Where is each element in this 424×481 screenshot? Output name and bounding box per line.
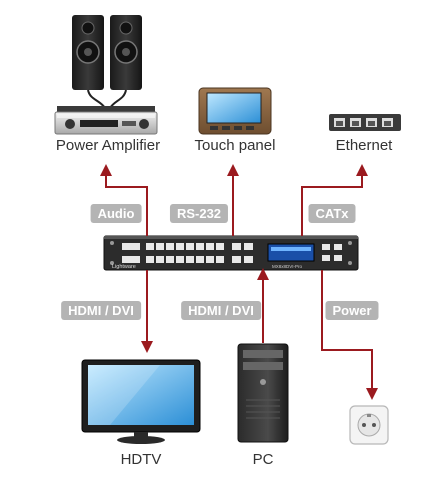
amplifier-icon: [54, 106, 158, 135]
matrix-button: [186, 243, 194, 250]
matrix-button-grid: [146, 243, 253, 263]
arrow-up-icon: [356, 164, 368, 176]
matrix-button: [244, 243, 253, 250]
matrix-button: [196, 243, 204, 250]
matrix-brand: Lightware: [112, 264, 136, 270]
connection-lines: [105, 174, 373, 390]
audio-connection-label: Audio: [90, 204, 142, 223]
matrix-button: [196, 256, 204, 263]
pc-label: PC: [252, 451, 274, 468]
pc-tower-icon: [237, 343, 289, 443]
matrix-switcher-icon: [103, 235, 359, 271]
matrix-button: [244, 256, 253, 263]
power-connection-label: Power: [325, 301, 379, 320]
matrix-button: [156, 256, 164, 263]
arrow-up-icon: [257, 268, 269, 280]
catx-connection-label: CATx: [308, 204, 356, 223]
power-line: [321, 270, 373, 390]
matrix-button: [146, 256, 154, 263]
amplifier-label: Power Amplifier: [55, 137, 161, 154]
power-outlet-icon: [349, 405, 389, 445]
matrix-model: MX8x8DVI-Pro: [272, 264, 303, 269]
arrow-down-icon: [366, 388, 378, 400]
touch-panel-label: Touch panel: [194, 137, 276, 154]
arrow-down-icon: [141, 341, 153, 353]
matrix-button: [206, 243, 214, 250]
matrix-button: [232, 243, 241, 250]
matrix-button: [216, 243, 224, 250]
matrix-button: [216, 256, 224, 263]
arrow-up-icon: [227, 164, 239, 176]
speakers-icon: [72, 15, 142, 109]
rs232-connection-label: RS-232: [169, 204, 229, 223]
matrix-button: [146, 243, 154, 250]
hdtv-label: HDTV: [120, 451, 162, 468]
hdmi-output-label: HDMI / DVI: [61, 301, 141, 320]
touch-panel-icon: [198, 87, 272, 135]
matrix-button: [206, 256, 214, 263]
matrix-button: [176, 243, 184, 250]
arrow-heads: [100, 164, 378, 400]
hdtv-icon: [81, 359, 201, 444]
matrix-button: [166, 256, 174, 263]
matrix-button: [166, 243, 174, 250]
hdmi-input-label: HDMI / DVI: [181, 301, 261, 320]
arrow-up-icon: [100, 164, 112, 176]
matrix-button: [156, 243, 164, 250]
audio-line: [105, 174, 148, 236]
matrix-button: [176, 256, 184, 263]
matrix-button: [232, 256, 241, 263]
ethernet-label: Ethernet: [335, 137, 393, 154]
catx-line: [301, 174, 363, 236]
ethernet-switch-icon: [329, 114, 401, 131]
matrix-button: [186, 256, 194, 263]
